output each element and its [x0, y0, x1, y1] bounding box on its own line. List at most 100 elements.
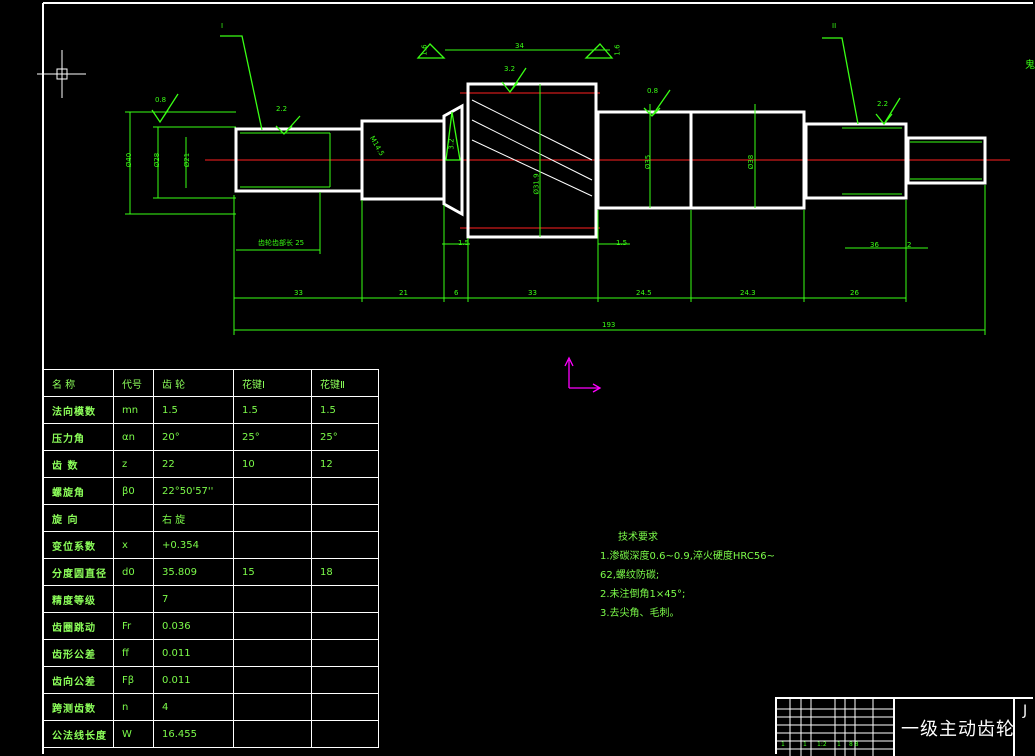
param-value-cell: 0.011 — [153, 666, 234, 694]
roughness-label: 2.2 — [276, 105, 288, 113]
param-value-cell — [311, 693, 379, 721]
roughness-label: 3.2 — [504, 65, 516, 73]
param-value-cell: n — [113, 693, 154, 721]
param-name-cell: 齿圈跳动 — [43, 612, 114, 640]
param-value-cell: 10 — [233, 450, 312, 478]
tech-req-line: 3.去尖角、毛刺。 — [600, 608, 680, 619]
header-cell: 齿 轮 — [153, 369, 234, 397]
param-value-cell — [311, 477, 379, 505]
tech-req-line: 2.未注倒角1×45°; — [600, 589, 686, 600]
title-block: 1 1 1:2 1 8 8 一级主动齿轮 J — [775, 697, 1033, 756]
thread-length-note: 齿轮齿部长 25 — [258, 239, 305, 247]
param-value-cell — [311, 504, 379, 532]
header-cell: 花键Ⅱ — [311, 369, 379, 397]
param-value-cell — [311, 666, 379, 694]
param-value-cell — [233, 504, 312, 532]
param-name-cell: 齿向公差 — [43, 666, 114, 694]
tech-req-line: 62,螺纹防碳; — [600, 570, 660, 581]
overall-dimension: 193 — [602, 321, 616, 329]
param-value-cell: 1.5 — [153, 396, 234, 424]
crosshair-cursor-icon — [37, 50, 86, 98]
param-name-cell: 公法线长度 — [43, 720, 114, 748]
param-value-cell — [113, 585, 154, 613]
param-value-cell: 1.5 — [311, 396, 379, 424]
grid-label: 1 — [803, 741, 807, 748]
param-value-cell: W — [113, 720, 154, 748]
roughness-symbols — [151, 35, 901, 161]
diameter-label: Ø28 — [153, 152, 162, 168]
param-value-cell — [113, 504, 154, 532]
param-value-cell: 16.455 — [153, 720, 234, 748]
title-divider — [1013, 699, 1015, 756]
technical-requirements: 技术要求 1.渗碳深度0.6~0.9,淬火硬度HRC56~ 62,螺纹防碳; 2… — [600, 528, 775, 623]
title-block-grid — [777, 699, 893, 756]
drawing-code: J — [1023, 703, 1028, 719]
param-value-cell: +0.354 — [153, 531, 234, 559]
param-value-cell: Fr — [113, 612, 154, 640]
param-value-cell: 0.011 — [153, 639, 234, 667]
param-value-cell: 25° — [311, 423, 379, 451]
param-name-cell: 分度圆直径 — [43, 558, 114, 586]
param-name-cell: 压力角 — [43, 423, 114, 451]
param-value-cell: 20° — [153, 423, 234, 451]
segment-dimension: 21 — [399, 289, 408, 297]
param-value-cell: 22 — [153, 450, 234, 478]
param-value-cell — [311, 612, 379, 640]
diameter-label: Ø35 — [644, 154, 653, 170]
param-value-cell — [233, 612, 312, 640]
thread-lines — [240, 127, 982, 195]
small-dimension: 1.5 — [616, 239, 628, 247]
param-name-cell: 变位系数 — [43, 531, 114, 559]
param-value-cell — [311, 531, 379, 559]
param-value-cell — [233, 666, 312, 694]
diameter-label: Ø21 — [183, 152, 192, 168]
param-value-cell — [233, 477, 312, 505]
param-value-cell: 0.036 — [153, 612, 234, 640]
param-value-cell: 22°50'57'' — [153, 477, 234, 505]
roughness-label: 0.8 — [647, 87, 659, 95]
segment-dimension: 24.5 — [636, 289, 652, 297]
shaft-outline — [234, 82, 987, 239]
param-value-cell: x — [113, 531, 154, 559]
param-name-cell: 精度等级 — [43, 585, 114, 613]
small-dimension: 1.5 — [458, 239, 470, 247]
header-cell: 代号 — [113, 369, 154, 397]
param-value-cell: z — [113, 450, 154, 478]
edge-char: 鬼 — [1025, 60, 1035, 71]
callout-left-label: I — [221, 22, 224, 30]
param-name-cell: 旋 向 — [43, 504, 114, 532]
param-value-cell: β0 — [113, 477, 154, 505]
ucs-icon — [564, 356, 602, 393]
diameter-label: Ø31.9 — [532, 173, 541, 195]
param-value-cell: 右 旋 — [153, 504, 234, 532]
dimension-lines — [125, 49, 986, 335]
roughness-label: 0.8 — [155, 96, 167, 104]
param-value-cell: 18 — [311, 558, 379, 586]
small-dimension: 2 — [907, 241, 912, 249]
param-value-cell: 12 — [311, 450, 379, 478]
top-dimension: 34 — [515, 42, 524, 50]
segment-dimension: 24.3 — [740, 289, 756, 297]
table-row: 旋 向右 旋 — [43, 504, 379, 532]
thread-note: M14.5 — [367, 134, 386, 158]
param-value-cell: 15 — [233, 558, 312, 586]
param-value-cell: 4 — [153, 693, 234, 721]
param-value-cell: 35.809 — [153, 558, 234, 586]
roughness-label: 1.6 — [613, 44, 622, 56]
segment-dimension: 26 — [850, 289, 859, 297]
roughness-label: 1.6 — [420, 44, 429, 56]
